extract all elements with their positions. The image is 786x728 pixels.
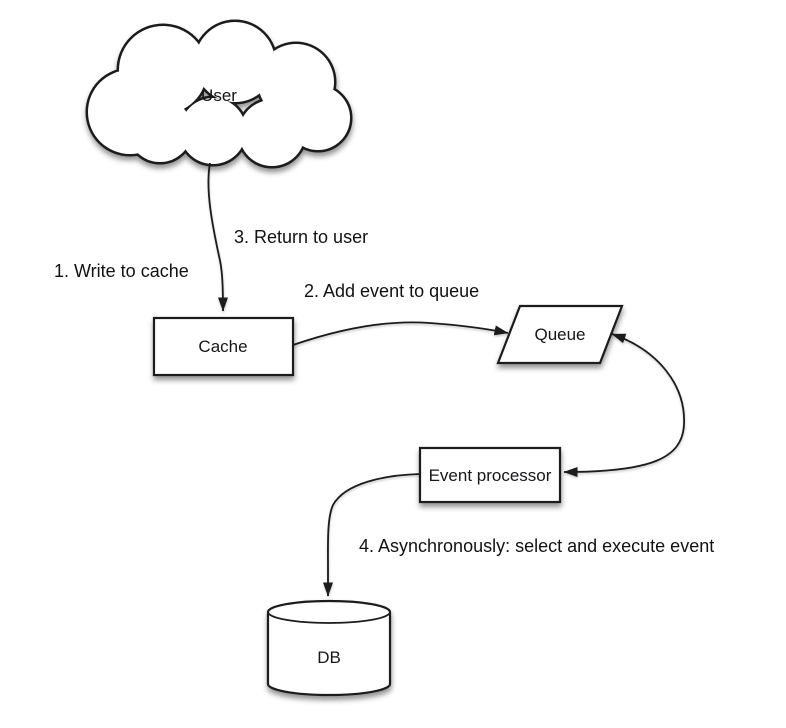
arrow-event-processor-to-db <box>323 473 421 597</box>
user-label: User <box>201 86 237 105</box>
cache-label: Cache <box>198 337 247 356</box>
user-cloud <box>85 19 353 169</box>
db-cylinder <box>266 599 392 697</box>
label-step-4: 4. Asynchronously: select and execute ev… <box>359 536 714 556</box>
event-processor-label: Event processor <box>429 466 552 485</box>
arrow-user-to-cache <box>207 162 228 312</box>
label-step-3: 3. Return to user <box>234 227 368 247</box>
db-cylinder-body <box>266 599 392 697</box>
arrow-cache-to-queue <box>292 321 509 346</box>
label-step-1: 1. Write to cache <box>54 261 189 281</box>
arrow-queue-event-processor <box>563 333 685 477</box>
cache-box <box>152 316 295 377</box>
event-processor-box <box>418 446 562 504</box>
db-label: DB <box>317 648 341 667</box>
db-cylinder-top-rim <box>267 611 391 624</box>
label-step-2: 2. Add event to queue <box>304 281 479 301</box>
queue-label: Queue <box>534 325 585 344</box>
user-cloud-body <box>88 22 350 166</box>
